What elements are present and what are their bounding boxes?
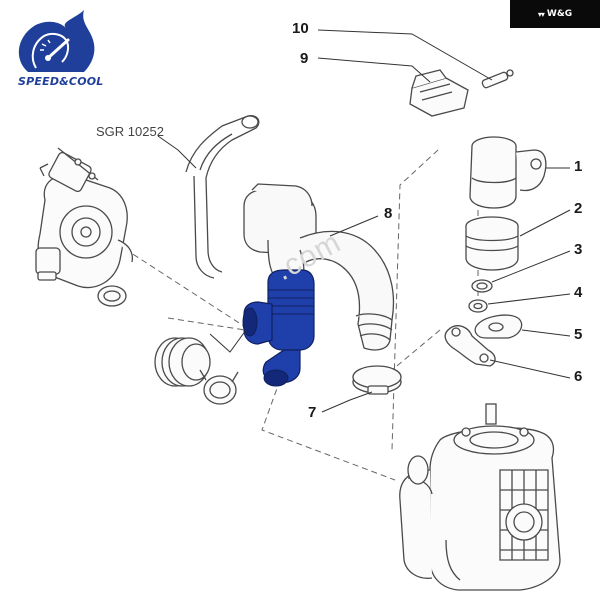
tool-reference-label: SGR 10252	[96, 124, 164, 139]
callout-6: 6	[574, 368, 583, 385]
air-meter-flange-part-1	[469, 136, 547, 209]
corner-brand-text: W&G	[546, 9, 573, 19]
seal-part-3	[471, 279, 493, 293]
turbocharger	[35, 147, 134, 307]
sensor-part-10	[481, 69, 514, 89]
breather-pipe	[185, 115, 260, 279]
sleeve-part-2	[465, 216, 519, 271]
callout-4: 4	[574, 284, 583, 301]
throttle-body	[399, 403, 561, 591]
callout-8: 8	[384, 205, 393, 222]
corner-brand-badge: ▾▾ W&G	[510, 0, 600, 28]
callout-10: 10	[292, 20, 309, 37]
washer-part-4	[468, 299, 488, 313]
callout-1: 1	[574, 158, 583, 175]
callout-2: 2	[574, 200, 583, 217]
callout-5: 5	[574, 326, 583, 343]
callout-7: 7	[308, 404, 317, 421]
callout-3: 3	[574, 241, 583, 258]
highlighted-intake-pipe	[242, 269, 315, 387]
intake-duct-assembly	[243, 183, 395, 351]
hose-clamps-left	[154, 337, 239, 405]
bracket-part-5	[474, 314, 523, 339]
brand-logo-text: SPEED&COOL	[18, 75, 104, 88]
connector-part-9	[409, 69, 469, 117]
gasket-part-6	[444, 325, 496, 367]
callout-leader-lines	[157, 29, 571, 413]
brand-logo-icon	[18, 10, 95, 72]
wings-icon: ▾▾	[537, 9, 545, 19]
callout-9: 9	[300, 50, 309, 67]
hose-clamp-part-7	[352, 365, 402, 395]
